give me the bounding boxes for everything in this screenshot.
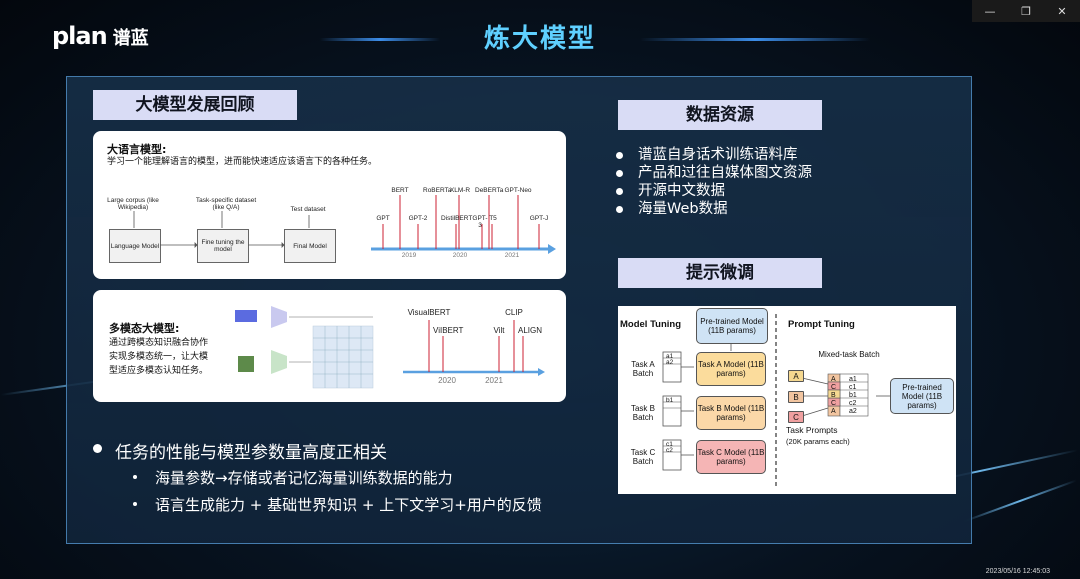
- timeline-label: DistilBERT: [441, 215, 473, 222]
- mm-timeline-label: VisualBERT: [407, 308, 451, 317]
- mixed-val: c1: [849, 384, 857, 391]
- mm-desc: 通过跨模态知识融合协作 实现多模态统一，让大模 型适应多模态认知任务。: [109, 336, 208, 378]
- timeline-label: GPT: [376, 215, 390, 222]
- year-label: 2021: [485, 376, 503, 385]
- prompt-tuning-diagram: Model Tuning Prompt Tuning Pre-trained M…: [618, 306, 956, 494]
- list-item: 开源中文数据: [616, 182, 812, 200]
- minimize-button[interactable]: —: [984, 4, 996, 18]
- page-title: 炼大模型: [483, 24, 596, 54]
- timestamp: 2023/05/16 12:45:03: [985, 568, 1050, 575]
- list-item: 海量Web数据: [616, 200, 812, 218]
- close-button[interactable]: ✕: [1057, 4, 1067, 18]
- flow-caption: Task-specific dataset (like Q/A): [195, 197, 257, 211]
- multimodal-card: 多模态大模型: 通过跨模态知识融合协作 实现多模态统一，让大模 型适应多模态认知…: [93, 290, 566, 402]
- task-batch-label: Task A Batch: [631, 360, 655, 378]
- timeline-label: T5: [489, 215, 497, 222]
- llm-desc: 学习一个能理解语言的模型，进而能快速适应该语言下的各种任务。: [107, 157, 378, 167]
- restore-button[interactable]: ❐: [1021, 4, 1031, 18]
- section-label-prompt: 提示微调: [618, 258, 822, 288]
- mm-timeline-label: Vilt: [493, 326, 505, 335]
- flow-caption: Test dataset: [290, 206, 326, 213]
- section-label-data: 数据资源: [618, 100, 822, 130]
- mm-desc-line: 实现多模态统一，让大模: [109, 352, 209, 362]
- mixed-val: b1: [849, 392, 857, 399]
- timeline-label: XLM-R: [449, 187, 471, 194]
- timeline-label: GPT-2: [408, 215, 428, 222]
- timeline-label: DeBERTa: [475, 187, 504, 194]
- mm-desc-line: 型适应多模态认知任务。: [109, 366, 209, 376]
- data-resource-list: 谱蓝自身话术训练语料库 产品和过往自媒体图文资源 开源中文数据 海量Web数据: [616, 146, 812, 218]
- timeline-label: GPT-Neo: [504, 187, 532, 194]
- flow-box: Fine tuning the model: [197, 229, 249, 263]
- flow-box: Final Model: [284, 229, 336, 263]
- mixed-val: a1: [849, 376, 857, 383]
- prompt-key: C: [788, 411, 804, 423]
- batch-cell: a2: [666, 359, 674, 366]
- flow-box: Language Model: [109, 229, 161, 263]
- section-label-history: 大模型发展回顾: [93, 90, 297, 120]
- task-prompts-label: Task Prompts: [786, 425, 838, 435]
- list-item: 谱蓝自身话术训练语料库: [616, 146, 812, 164]
- sub-bullet: 语言生成能力 + 基础世界知识 + 上下文学习+用户的反馈: [133, 496, 542, 514]
- mixed-key: C: [831, 384, 837, 391]
- light-streak: [963, 479, 1077, 523]
- mixed-key: A: [831, 376, 836, 383]
- prompt-key: B: [788, 391, 804, 403]
- title-decor-left: [320, 38, 440, 41]
- mm-desc-line: 通过跨模态知识融合协作: [109, 338, 209, 348]
- year-label: 2020: [452, 252, 468, 259]
- task-batch-label: Task C Batch: [630, 448, 656, 466]
- model-tuning-label: Model Tuning: [620, 319, 682, 330]
- mixed-key: B: [831, 392, 836, 399]
- batch-cell: b1: [666, 397, 674, 404]
- mm-title: 多模态大模型:: [109, 322, 180, 335]
- window-controls: — ❐ ✕: [972, 0, 1080, 22]
- year-label: 2020: [438, 376, 456, 385]
- pretrained-model-box: Pre-trained Model (11B params): [696, 308, 768, 344]
- llm-card: 大语言模型: 学习一个能理解语言的模型，进而能快速适应该语言下的各种任务。 La…: [93, 131, 566, 279]
- mixed-key: A: [831, 408, 836, 415]
- mm-timeline-label: ViIBERT: [433, 326, 464, 335]
- mm-timeline-label: ALIGN: [517, 326, 542, 335]
- task-model-box: Task A Model (11B params): [696, 352, 766, 386]
- flow-caption: Large corpus (like Wikipedia): [107, 197, 159, 211]
- bullet-main: 任务的性能与模型参数量高度正相关: [93, 438, 387, 463]
- mixed-key: C: [831, 400, 837, 407]
- timeline-label: GPT-J: [529, 215, 549, 222]
- pretrained-model-right: Pre-trained Model (11B params): [890, 378, 954, 414]
- task-batch-label: Task B Batch: [630, 404, 655, 422]
- logo: plan 谱蓝: [52, 22, 149, 50]
- prompt-key: A: [788, 370, 804, 382]
- title-decor-right: [640, 38, 870, 41]
- mixed-batch-label: Mixed-task Batch: [818, 350, 880, 359]
- mixed-val: c2: [849, 400, 857, 407]
- year-label: 2019: [401, 252, 417, 259]
- list-item: 产品和过往自媒体图文资源: [616, 165, 812, 181]
- timeline-label: BERT: [391, 187, 409, 194]
- sub-bullet: 海量参数→存储或者记忆海量训练数据的能力: [133, 469, 453, 487]
- logo-text: plan: [52, 22, 108, 50]
- task-prompts-sub: (20K params each): [786, 437, 850, 446]
- logo-cn: 谱蓝: [112, 28, 149, 49]
- timeline-label: GPT-3: [472, 215, 488, 229]
- task-model-box: Task B Model (11B params): [696, 396, 766, 430]
- timeline-label: RoBERTa: [423, 187, 452, 194]
- mm-timeline-svg: [403, 320, 545, 376]
- task-model-box: Task C Model (11B params): [696, 440, 766, 474]
- mixed-val: a2: [849, 408, 857, 415]
- batch-cell: a1: [666, 353, 674, 360]
- llm-title: 大语言模型:: [107, 143, 167, 156]
- mm-timeline-label: CLIP: [505, 308, 523, 317]
- mm-architecture-svg: [235, 306, 374, 389]
- llm-diagram-svg: [133, 195, 556, 254]
- batch-cell: c2: [666, 447, 673, 454]
- prompt-diagram-svg: [662, 314, 890, 486]
- prompt-tuning-label: Prompt Tuning: [788, 319, 855, 330]
- year-label: 2021: [504, 252, 520, 259]
- batch-cell: c1: [666, 441, 673, 448]
